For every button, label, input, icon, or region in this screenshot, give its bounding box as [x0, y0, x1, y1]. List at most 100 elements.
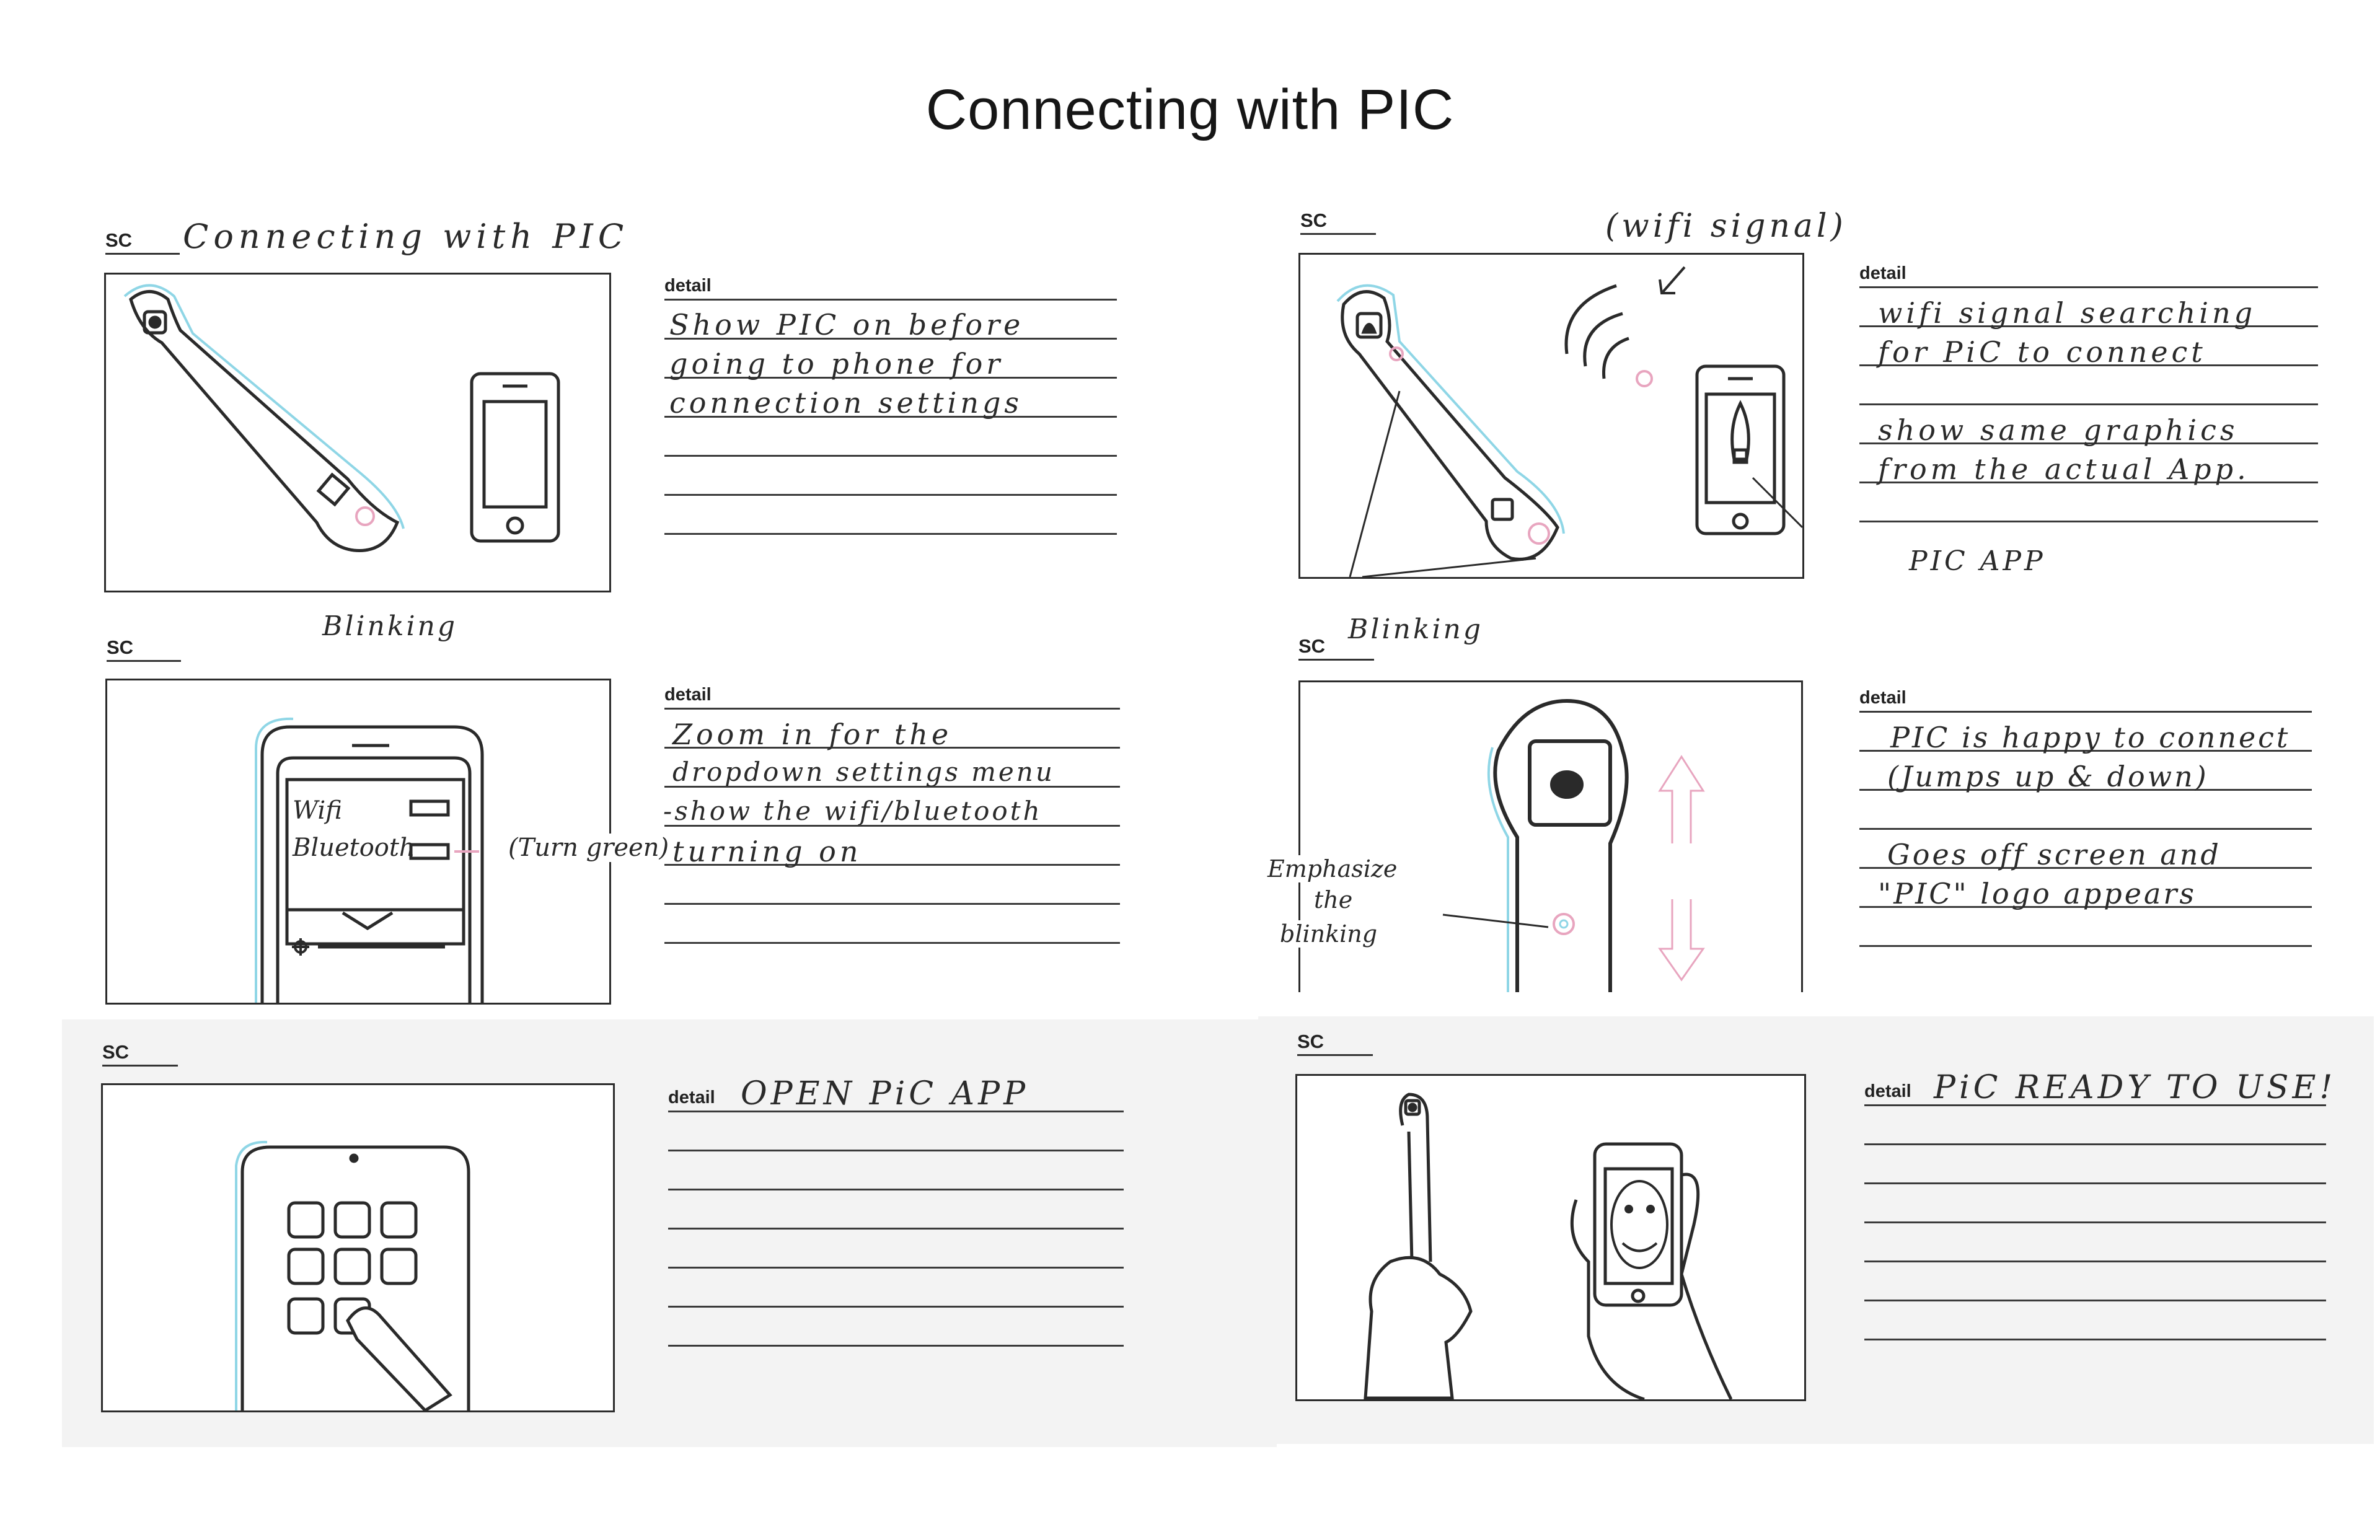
pic-device-icon: [129, 290, 400, 552]
smiley-icon: [1610, 1180, 1668, 1269]
sc-label: SC: [105, 229, 133, 251]
detail-rule: [1859, 750, 2312, 752]
detail-rule: [668, 1111, 1124, 1112]
detail-label: detail: [664, 685, 712, 705]
arrow-icon: [1659, 266, 1686, 294]
pic-device-icon: [1399, 1093, 1432, 1262]
phone-icon: [1593, 1142, 1683, 1307]
detail-note: (Jumps up & down): [1887, 760, 2209, 793]
storyboard-frame: [1298, 253, 1804, 579]
detail-rule: [1864, 1221, 2326, 1223]
sc-underline: [1297, 1054, 1373, 1056]
detail-rule: [1864, 1104, 2326, 1106]
storyboard-frame: [1298, 680, 1803, 992]
annotation-wifi-signal: (wifi signal): [1605, 208, 1847, 245]
sc-underline: [1300, 233, 1376, 235]
detail-note: wifi signal searching: [1878, 296, 2257, 330]
detail-rule: [664, 299, 1117, 301]
detail-rule: [1859, 442, 2318, 444]
sc-underline: [102, 1065, 178, 1067]
settings-icon: [292, 938, 309, 956]
page-title: Connecting with PIC: [925, 78, 1455, 141]
phone-icon: [240, 1145, 470, 1410]
sc-label: SC: [1298, 635, 1326, 657]
detail-rule: [1859, 403, 2318, 405]
detail-rule: [664, 708, 1120, 710]
detail-rule: [1864, 1182, 2326, 1184]
detail-rule: [664, 786, 1120, 788]
annotation-blinking: Blinking: [1348, 614, 1484, 645]
sc-label: SC: [1297, 1031, 1324, 1052]
detail-rule: [1859, 364, 2318, 366]
detail-note: -show the wifi/bluetooth: [663, 796, 1042, 826]
annotation-turn-green: (Turn green): [508, 834, 669, 862]
detail-rule: [1859, 867, 2312, 869]
detail-rule: [664, 416, 1117, 418]
sc-label: SC: [107, 636, 134, 658]
detail-rule: [664, 864, 1120, 866]
hand-icon: [1570, 1173, 1733, 1399]
detail-note: OPEN PiC APP: [741, 1075, 1029, 1112]
phone-icon: [260, 725, 484, 1003]
sc-underline: [107, 660, 181, 662]
detail-rule: [1859, 482, 2318, 483]
scene-sketch: [1442, 698, 1705, 992]
sc-underline: [1298, 659, 1374, 661]
detail-rule: [664, 338, 1117, 340]
detail-rule: [664, 903, 1120, 905]
detail-rule: [668, 1228, 1124, 1230]
detail-rule: [668, 1345, 1124, 1347]
sc-label: SC: [1300, 209, 1328, 231]
detail-rule: [1859, 325, 2318, 327]
detail-note: "PIC" logo appears: [1878, 877, 2197, 910]
detail-rule: [668, 1306, 1124, 1308]
detail-label: detail: [1864, 1081, 1911, 1101]
detail-note: PIC is happy to connect: [1890, 721, 2291, 754]
phone-icon: [1695, 364, 1786, 535]
detail-note: show same graphics: [1878, 413, 2239, 447]
storyboard-frame: [104, 273, 611, 592]
sc-label: SC: [102, 1041, 130, 1063]
scene-sketch: [255, 717, 484, 1003]
detail-rule: [1859, 906, 2312, 908]
sc-underline: [105, 253, 180, 255]
detail-rule: [668, 1189, 1124, 1190]
arrow-icon: [1658, 755, 1705, 982]
phone-label-bluetooth: Bluetooth: [293, 834, 415, 862]
detail-rule: [664, 494, 1117, 496]
detail-rule: [1864, 1339, 2326, 1340]
detail-rule: [664, 377, 1117, 379]
scene-sketch: [235, 1140, 470, 1410]
detail-note: turning on: [672, 835, 862, 868]
scene-sketch: [1336, 266, 1802, 577]
annotation-emphasize: Emphasize: [1267, 855, 1398, 882]
detail-rule: [664, 533, 1117, 535]
detail-rule: [664, 455, 1117, 457]
annotation-pic-app: PIC APP: [1909, 545, 2046, 577]
phone-label-wifi: Wifi: [293, 796, 342, 825]
scene-sketch: [123, 284, 560, 552]
storyboard-frame: [1295, 1074, 1806, 1401]
detail-label: detail: [668, 1088, 715, 1107]
detail-note: connection settings: [669, 386, 1023, 420]
detail-label: detail: [1859, 263, 1906, 283]
wifi-signal-icon: [1564, 284, 1629, 379]
annotation-blinking-emphasis: blinking: [1280, 920, 1378, 948]
detail-rule: [664, 825, 1120, 827]
hand-icon: [346, 1306, 452, 1410]
detail-rule: [1864, 1300, 2326, 1301]
detail-label: detail: [664, 276, 712, 296]
detail-rule: [664, 942, 1120, 944]
detail-note: Zoom in for the: [672, 718, 953, 751]
detail-rule: [1859, 521, 2318, 522]
detail-rule: [1859, 945, 2312, 947]
detail-note: Goes off screen and: [1887, 838, 2221, 871]
detail-rule: [1859, 711, 2312, 713]
detail-rule: [668, 1267, 1124, 1269]
detail-rule: [1859, 828, 2312, 830]
phone-icon: [470, 372, 560, 543]
detail-rule: [1859, 789, 2312, 791]
hand-icon: [1364, 1256, 1473, 1399]
detail-note: from the actual App.: [1878, 452, 2250, 486]
detail-note: Show PIC on before: [669, 308, 1025, 341]
